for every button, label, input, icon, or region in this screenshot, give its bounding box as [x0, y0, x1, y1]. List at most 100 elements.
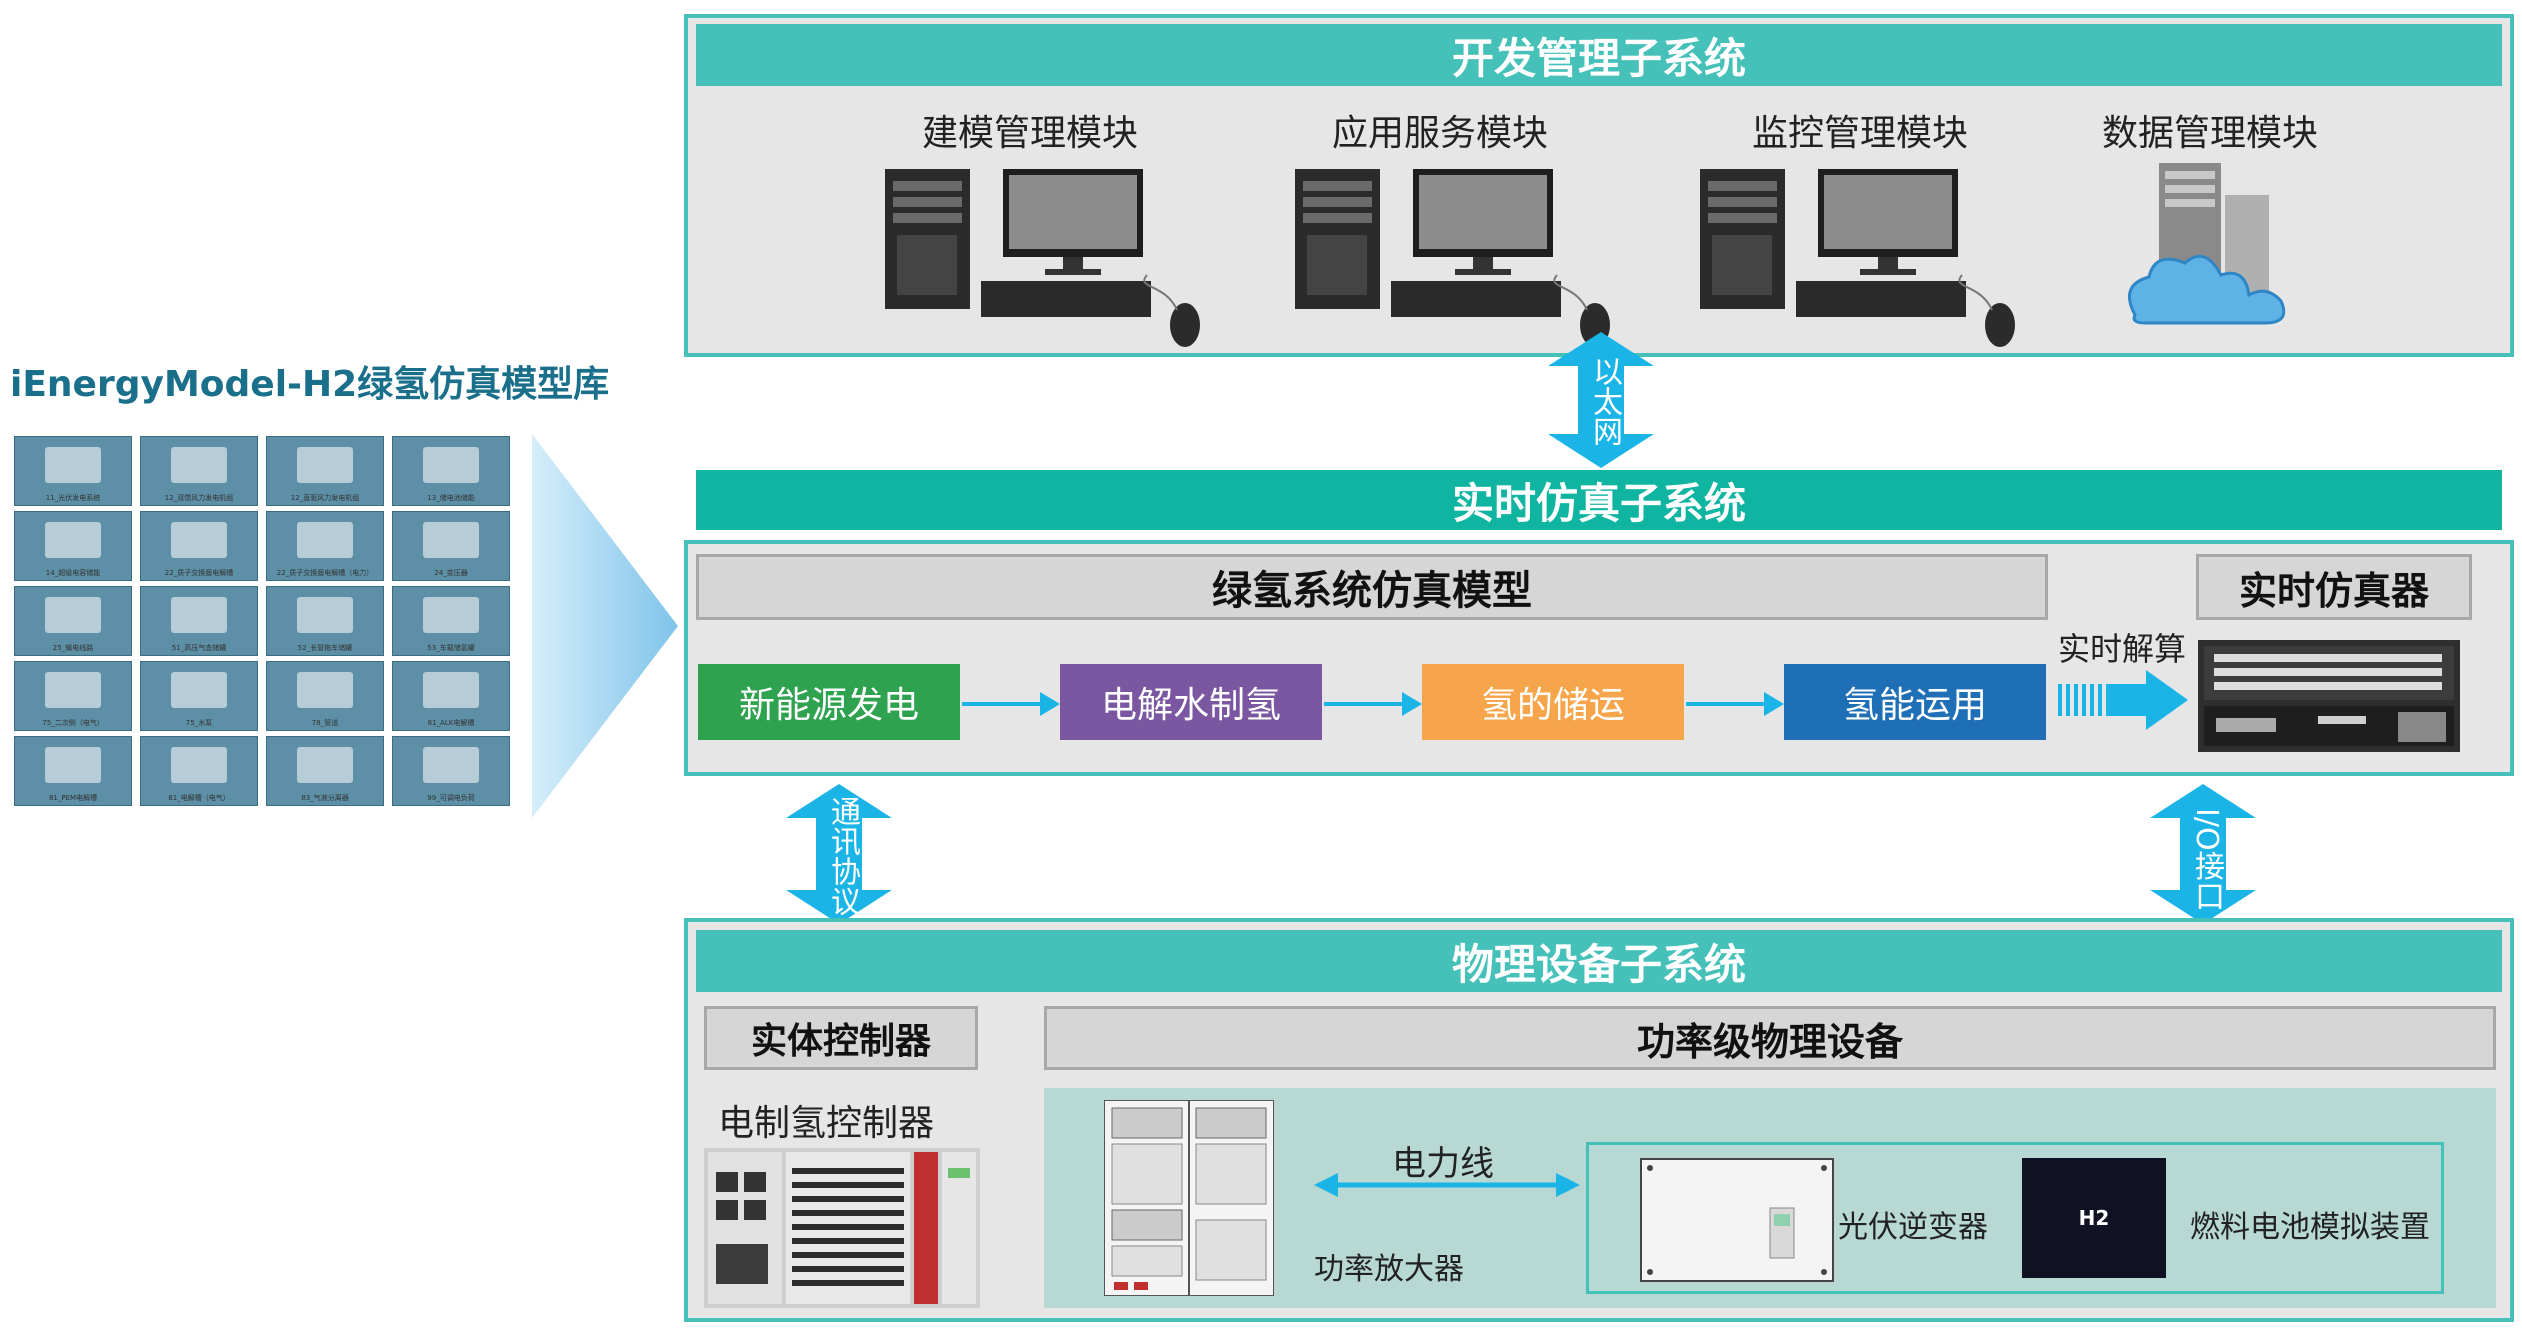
- electrolyzer-icon: [297, 522, 353, 558]
- separator-icon: [297, 747, 353, 783]
- capacitor-icon: [45, 522, 101, 558]
- model-tile-caption: 12_直驱风力发电机组: [290, 494, 360, 502]
- device-group-frame: [1586, 1142, 2444, 1294]
- transmission-tower-icon: [45, 597, 101, 633]
- model-tile-caption: 13_储电池储能: [427, 494, 475, 502]
- flow-arrows: [962, 692, 1784, 716]
- model-tile-caption: 51_高压气态储罐: [171, 644, 227, 652]
- tank-icon: [423, 597, 479, 633]
- model-tile-caption: 11_光伏发电系统: [45, 494, 101, 502]
- module-label-service: 应用服务模块: [1331, 113, 1548, 154]
- step-hydrogen-usage: 氢能运用: [1784, 664, 2046, 740]
- realtime-solve-label: 实时解算: [2058, 630, 2187, 668]
- tank-icon: [297, 597, 353, 633]
- model-tile-caption: 53_车载储氢罐: [427, 644, 475, 652]
- model-tile-caption: 83_气液分离器: [301, 794, 349, 802]
- fuel-cell-label: 燃料电池模拟装置: [2190, 1210, 2430, 1245]
- power-line-arrow: [1314, 1173, 1580, 1197]
- solve-stripe-arrow: [2058, 670, 2188, 730]
- model-tile: 51_高压气态储罐: [140, 586, 258, 656]
- simulator-rack-icon: [2198, 640, 2460, 752]
- model-tile-caption: 75_水泵: [185, 719, 213, 727]
- step-electrolysis: 电解水制氢: [1060, 664, 1322, 740]
- model-tile-caption: 12_双馈风力发电机组: [164, 494, 234, 502]
- module-label-data: 数据管理模块: [2101, 113, 2318, 154]
- h2-badge: H2: [2078, 1206, 2110, 1230]
- cell-icon: [171, 747, 227, 783]
- model-tile-caption: 81_ALK电解槽: [427, 719, 475, 727]
- model-tile-caption: 52_长管拖车储罐: [297, 644, 353, 652]
- module-label-modeling: 建模管理模块: [921, 113, 1138, 154]
- model-tile: 13_储电池储能: [392, 436, 510, 506]
- model-tile: 14_超级电容储能: [14, 511, 132, 581]
- cell-icon: [423, 672, 479, 708]
- model-tile-caption: 22_质子交换膜电解槽: [164, 569, 234, 577]
- solar-panel-icon: [45, 447, 101, 483]
- model-tile: 99_可调电负荷: [392, 736, 510, 806]
- pv-inverter-icon: [1640, 1158, 1834, 1282]
- model-tile: 22_质子交换膜电解槽（电力）: [266, 511, 384, 581]
- model-tile: 53_车载储氢罐: [392, 586, 510, 656]
- transformer-icon: [423, 522, 479, 558]
- model-tile-caption: 14_超级电容储能: [45, 569, 101, 577]
- controller-label: 电制氢控制器: [718, 1103, 935, 1144]
- pump-icon: [171, 672, 227, 708]
- wind-turbine-icon: [171, 447, 227, 483]
- plc-controller-icon: [704, 1148, 980, 1308]
- model-tile-caption: 99_可调电负荷: [427, 794, 475, 802]
- model-tile: 24_变压器: [392, 511, 510, 581]
- step-hydrogen-storage: 氢的储运: [1422, 664, 1684, 740]
- model-title-bar: 绿氢系统仿真模型: [696, 554, 2048, 620]
- tank-icon: [171, 597, 227, 633]
- model-tile: 81_电解槽（电气）: [140, 736, 258, 806]
- desktop-computer-icon: [1700, 169, 2015, 347]
- model-tile-caption: 25_输电线路: [52, 644, 94, 652]
- controller-title-bar: 实体控制器: [704, 1006, 978, 1070]
- model-tile-caption: 22_质子交换膜电解槽（电力）: [276, 569, 374, 577]
- ethernet-label: 以太网: [1587, 356, 1622, 446]
- model-tile-grid: 11_光伏发电系统 12_双馈风力发电机组 12_直驱风力发电机组 13_储电池储能 1…: [14, 436, 524, 811]
- desktop-computer-icon: [885, 169, 1200, 347]
- model-tile: 83_气液分离器: [266, 736, 384, 806]
- model-tile: 75_水泵: [140, 661, 258, 731]
- model-tile: 25_输电线路: [14, 586, 132, 656]
- model-tile-caption: 75_二次侧（电气）: [42, 719, 104, 727]
- model-tile: 81_PEM电解槽: [14, 736, 132, 806]
- ethernet-double-arrow: [1548, 332, 1654, 468]
- phys-subsystem-title: 物理设备子系统: [696, 930, 2502, 992]
- module-label-monitor: 监控管理模块: [1751, 113, 1968, 154]
- comm-double-arrow: [786, 784, 892, 924]
- model-tile: 11_光伏发电系统: [14, 436, 132, 506]
- funnel-arrow: [532, 434, 678, 818]
- model-tile-caption: 24_变压器: [434, 569, 468, 577]
- model-tile: 75_二次侧（电气）: [14, 661, 132, 731]
- cloud-server-icon: [2127, 163, 2286, 325]
- power-amplifier-label: 功率放大器: [1314, 1252, 1464, 1287]
- power-line-label: 电力线: [1392, 1144, 1494, 1184]
- load-icon: [423, 747, 479, 783]
- pipeline-icon: [297, 672, 353, 708]
- fuel-cell-device: H2: [2022, 1158, 2166, 1278]
- wind-turbine-icon: [297, 447, 353, 483]
- io-interface-label: I/O接口: [2189, 808, 2224, 911]
- model-tile-caption: 81_电解槽（电气）: [168, 794, 230, 802]
- power-amplifier-cabinet-icon: [1104, 1100, 1274, 1296]
- model-tile: 52_长管拖车储罐: [266, 586, 384, 656]
- dev-subsystem-title: 开发管理子系统: [696, 24, 2502, 86]
- cell-icon: [45, 747, 101, 783]
- model-tile: 12_直驱风力发电机组: [266, 436, 384, 506]
- simulator-title-bar: 实时仿真器: [2196, 554, 2472, 620]
- library-title: iEnergyModel-H2绿氢仿真模型库: [10, 364, 610, 405]
- vehicle-icon: [45, 672, 101, 708]
- model-tile-caption: 81_PEM电解槽: [48, 794, 98, 802]
- step-renewable-generation: 新能源发电: [698, 664, 960, 740]
- comm-protocol-label: 通讯协议: [825, 796, 860, 916]
- rt-subsystem-title: 实时仿真子系统: [696, 470, 2502, 530]
- power-device-title-bar: 功率级物理设备: [1044, 1006, 2496, 1070]
- desktop-computer-icon: [1295, 169, 1610, 347]
- model-tile-caption: 78_管道: [311, 719, 339, 727]
- pv-inverter-label: 光伏逆变器: [1838, 1210, 1988, 1245]
- model-tile: 78_管道: [266, 661, 384, 731]
- io-double-arrow: [2150, 784, 2256, 924]
- model-tile: 12_双馈风力发电机组: [140, 436, 258, 506]
